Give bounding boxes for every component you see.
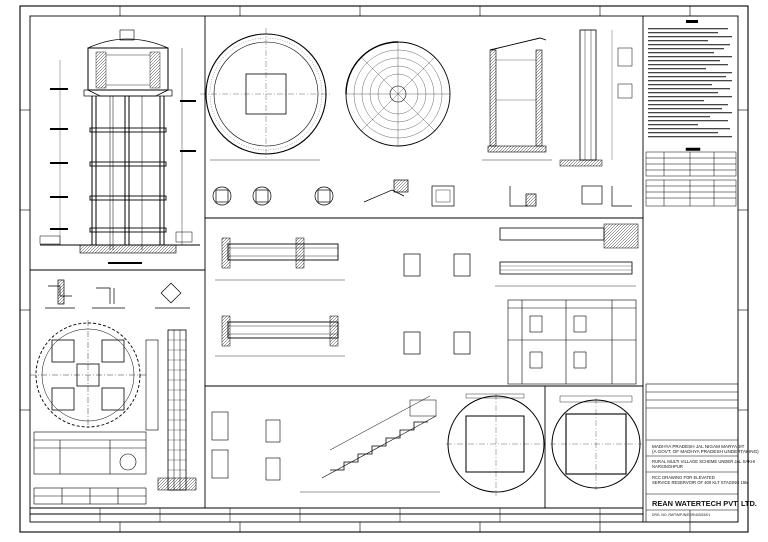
column-reinforcement xyxy=(145,329,197,491)
brace-beam-elevation xyxy=(215,315,345,357)
roof-slab-plan xyxy=(446,393,546,496)
foundation-plan xyxy=(30,320,146,430)
project-line-1: MADHYA PRADESH JAL NIGAM MARYADIT xyxy=(652,444,745,449)
staircase-detail xyxy=(300,395,440,493)
panel-dividers xyxy=(30,16,644,522)
project-name: MADHYA PRADESH JAL NIGAM MARYADIT (A GOV… xyxy=(652,444,759,455)
circular-girder-elevation xyxy=(495,223,639,287)
project-line-2: (A GOVT. OF MADHYA PRADESH UNDERTAKING) xyxy=(652,449,759,455)
drawing-number: DRG. NO. RWT/MPJN/ESR/400/15/01 xyxy=(652,513,711,517)
title-block xyxy=(645,383,739,523)
beam-schedule-table xyxy=(507,299,637,385)
bottom-slab-plan xyxy=(345,41,451,147)
scheme-line-2: NARSINGHPUR xyxy=(652,464,683,469)
beam-section-details xyxy=(212,179,632,207)
column-elevation-detail xyxy=(559,29,633,167)
sheet-title: RCC DRAWING FOR ELEVATED SERVICE RESERVO… xyxy=(652,475,749,485)
floor-slab-plan xyxy=(550,395,642,490)
sheet-border xyxy=(19,5,749,533)
tank-wall-section xyxy=(482,37,552,161)
scheme-line-1: RURAL MULTI VILLAGE SCHEME UNDER JAL SAK… xyxy=(652,459,756,464)
ring-beam-elevation xyxy=(215,237,345,281)
scheme-name: RURAL MULTI VILLAGE SCHEME UNDER JAL SAK… xyxy=(652,459,755,469)
esr-elevation xyxy=(39,29,200,254)
sheet-title-line-2: SERVICE RESERVOIR OF 400 KLT STAGING 15M xyxy=(652,480,749,485)
revision-strip xyxy=(99,508,601,522)
notes-panel xyxy=(648,20,732,138)
top-slab-plan xyxy=(200,28,332,161)
joint-details xyxy=(45,279,190,309)
staircase-sections xyxy=(211,411,281,481)
elevation-level-labels xyxy=(50,88,196,264)
company-name: REAN WATERTECH PVT. LTD. xyxy=(652,499,757,508)
sheet-title-line-1: RCC DRAWING FOR ELEVATED xyxy=(652,475,715,480)
beam-sections-middle xyxy=(403,253,471,355)
footing-schedule-table xyxy=(33,431,147,505)
bar-bending-schedule xyxy=(645,147,737,207)
